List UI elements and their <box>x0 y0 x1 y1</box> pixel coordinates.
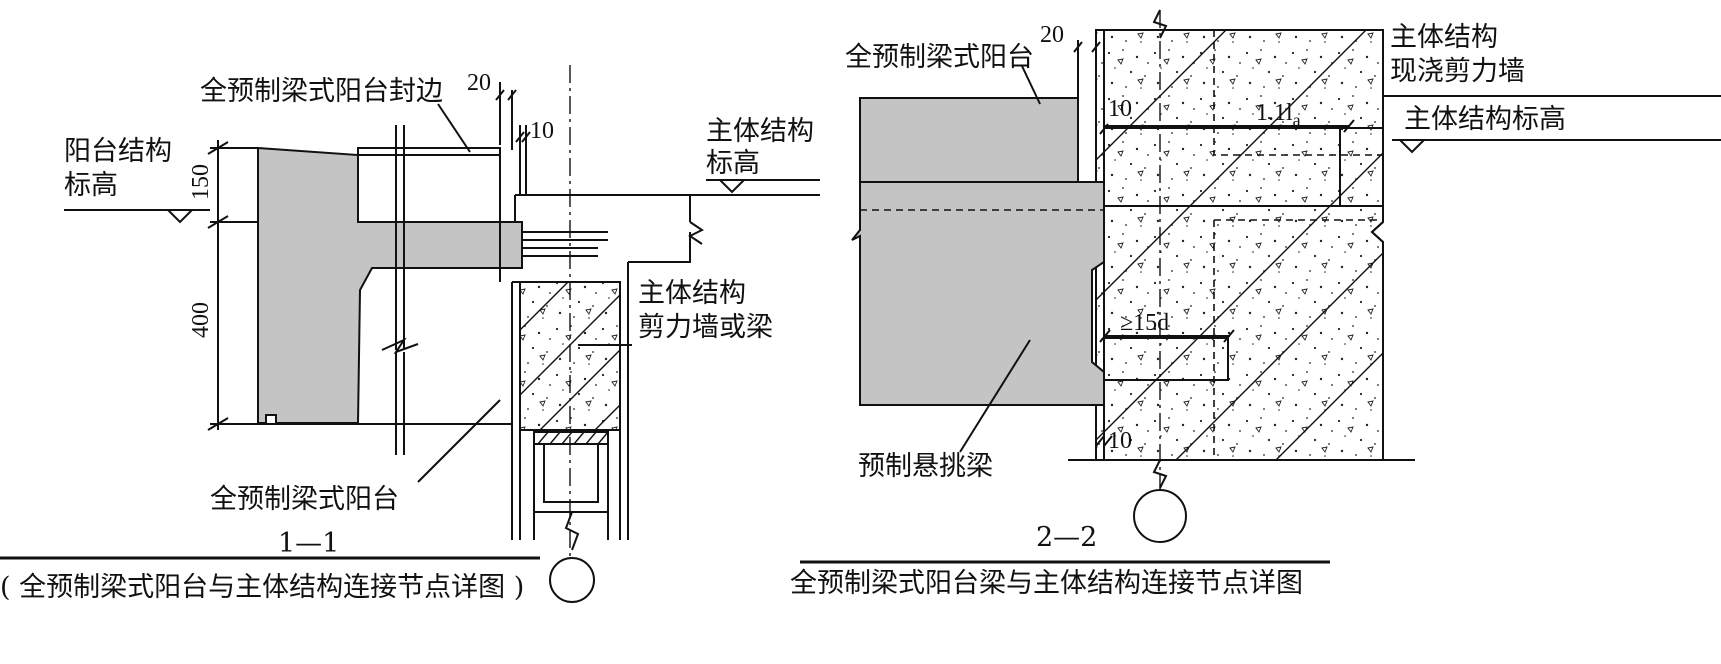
right-label-wall-1: 主体结构 <box>1390 22 1498 53</box>
right-label-beam: 预制悬挑梁 <box>858 451 993 482</box>
left-dim-150: 150 <box>188 164 214 200</box>
right-label-wall-2: 现浇剪力墙 <box>1390 56 1525 87</box>
right-dim-20: 20 <box>1040 22 1064 48</box>
right-label-balcony: 全预制梁式阳台 <box>845 42 1034 73</box>
left-dim-20: 20 <box>467 70 491 96</box>
left-label-balcony-level-1: 阳台结构 <box>64 136 172 167</box>
left-detail: 150 400 20 10 全预制梁式阳台封边 阳台结构 标高 主体结构 标高 … <box>0 65 820 603</box>
right-dim-anchor: 1.1la <box>1256 100 1301 130</box>
left-label-main-level-1: 主体结构 <box>706 116 814 147</box>
left-label-edge: 全预制梁式阳台封边 <box>200 76 443 107</box>
right-wall-hatch <box>1095 29 1384 461</box>
right-precast-beam <box>851 181 1105 406</box>
left-precast-balcony <box>257 146 523 424</box>
left-label-wall-1: 主体结构 <box>638 278 746 309</box>
right-axis-circle <box>1133 489 1187 543</box>
right-dim-10-bottom: 10 <box>1108 428 1132 454</box>
left-label-main-level-2: 标高 <box>706 148 760 179</box>
left-label-balcony: 全预制梁式阳台 <box>210 484 399 515</box>
left-label-balcony-level-2: 标高 <box>64 170 118 201</box>
right-dim-embed: ≥15d <box>1120 310 1169 336</box>
left-column-cap <box>533 431 609 445</box>
left-section-mark: 1—1 <box>278 528 339 559</box>
left-edge-seal <box>357 147 501 282</box>
left-label-wall-2: 剪力墙或梁 <box>638 312 773 343</box>
left-axis-circle <box>549 557 595 603</box>
right-section-mark: 2—2 <box>1036 522 1097 553</box>
left-caption: ( 全预制梁式阳台与主体结构连接节点详图 ) <box>0 572 524 603</box>
left-dim-400: 400 <box>188 302 214 338</box>
right-caption: 全预制梁式阳台梁与主体结构连接节点详图 <box>790 568 1303 599</box>
right-detail: 20 10 10 1.1la ≥15d 全预制梁式阳台 主体结构 现浇剪力墙 主… <box>790 9 1721 599</box>
left-rebars <box>522 231 608 257</box>
left-dim-10: 10 <box>530 118 554 144</box>
right-dim-10-top: 10 <box>1108 96 1132 122</box>
right-label-main-level: 主体结构标高 <box>1404 104 1566 135</box>
